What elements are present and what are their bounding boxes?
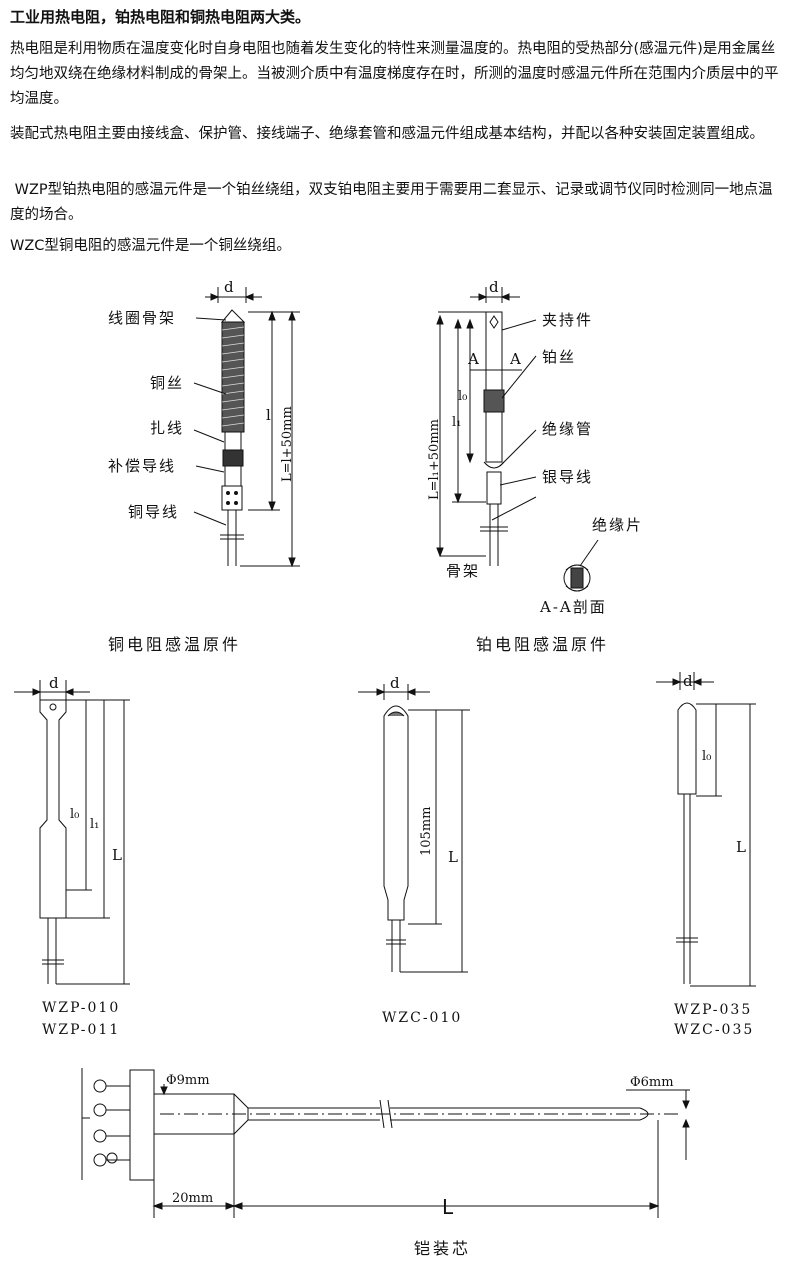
armored-dim-phi9: Φ9mm bbox=[166, 1073, 210, 1088]
platinum-label-frame: 骨架 bbox=[446, 562, 480, 580]
page-heading: 工业用热电阻，铂热电阻和铜热电阻两大类。 bbox=[10, 8, 311, 26]
wzp035-dim-d: d bbox=[683, 672, 695, 690]
copper-label-bobbin: 线圈骨架 bbox=[108, 309, 176, 327]
platinum-label-holder: 夹持件 bbox=[542, 311, 593, 329]
platinum-label-silver: 银导线 bbox=[542, 468, 593, 486]
platinum-dim-L: L=l₁+50mm bbox=[427, 419, 442, 500]
wzc010-diagram: d 105mm L WZC-010 bbox=[358, 674, 470, 1026]
armored-dim-20: 20mm bbox=[172, 1191, 213, 1206]
platinum-section-mark-right: A bbox=[509, 350, 523, 368]
paragraph-wzp: WZP型铂热电阻的感温元件是一个铂丝绕组，双支铂电阻主要用于需要用二套显示、记录… bbox=[10, 182, 773, 223]
copper-dim-d: d bbox=[224, 278, 236, 296]
armored-caption: 铠装芯 bbox=[414, 1239, 471, 1258]
wzp010-dim-L: L bbox=[112, 846, 124, 864]
wzp035-dim-l0: l₀ bbox=[702, 749, 711, 764]
armored-dim-phi6: Φ6mm bbox=[630, 1075, 674, 1090]
copper-label-comp: 补偿导线 bbox=[108, 457, 176, 475]
platinum-section-label: A-A剖面 bbox=[539, 598, 607, 616]
platinum-dim-l0: l₀ bbox=[458, 389, 467, 404]
section-symbol bbox=[563, 564, 591, 592]
platinum-section-mark-left: A bbox=[467, 350, 481, 368]
wzp035-model-2: WZC-035 bbox=[674, 1022, 754, 1038]
wzp035-dim-L: L bbox=[736, 838, 748, 856]
wzp035-diagram: d l₀ L WZP-035 WZC-035 bbox=[656, 672, 756, 1038]
armored-core-diagram: Φ9mm Φ6mm 20mm L 铠装芯 bbox=[81, 1068, 690, 1258]
platinum-label-sheet: 绝缘片 bbox=[592, 516, 643, 534]
copper-label-tie: 扎线 bbox=[150, 419, 184, 437]
paragraph-wzc: WZC型铜电阻的感温元件是一个铜丝绕组。 bbox=[10, 238, 291, 254]
armored-dim-L: L bbox=[442, 1195, 454, 1219]
wzp010-model-2: WZP-011 bbox=[42, 1022, 120, 1038]
paragraph-principle: 热电阻是利用物质在温度变化时自身电阻也随着发生变化的特性来测量温度的。热电阻的受… bbox=[10, 41, 779, 107]
copper-dim-L: L=l+50mm bbox=[280, 406, 295, 482]
platinum-element-diagram: d A A L=l₁+50mm l₁ l₀ bbox=[427, 278, 643, 654]
paragraph-structure: 装配式热电阻主要由接线盒、保护管、接线端子、绝缘套管和感温元件组成基本结构，并配… bbox=[10, 126, 764, 142]
platinum-dim-d: d bbox=[489, 278, 501, 296]
platinum-caption: 铂电阻感温原件 bbox=[476, 635, 609, 654]
copper-element-diagram: d bbox=[108, 278, 300, 654]
copper-dim-l: l bbox=[266, 406, 273, 424]
copper-label-lead: 铜导线 bbox=[128, 503, 179, 521]
wzp010-dim-l0: l₀ bbox=[70, 807, 79, 822]
wzp010-dim-d: d bbox=[49, 674, 61, 692]
platinum-label-tube: 绝缘管 bbox=[542, 420, 593, 438]
copper-label-wire: 铜丝 bbox=[150, 374, 184, 392]
platinum-dim-l1: l₁ bbox=[452, 415, 461, 430]
platinum-label-wire: 铂丝 bbox=[542, 348, 576, 366]
wzp010-model-1: WZP-010 bbox=[42, 1000, 120, 1016]
wzc010-dim-d: d bbox=[390, 674, 402, 692]
wzp010-dim-l1: l₁ bbox=[90, 817, 99, 832]
wzc010-model: WZC-010 bbox=[382, 1010, 462, 1026]
wzc010-dim-L: L bbox=[448, 848, 460, 866]
wzc010-dim-105: 105mm bbox=[419, 807, 434, 856]
copper-caption: 铜电阻感温原件 bbox=[108, 635, 241, 654]
wzp010-diagram: d l₀ l₁ L WZP-010 WZP-011 bbox=[14, 674, 130, 1038]
wzp035-model-1: WZP-035 bbox=[674, 1002, 752, 1018]
